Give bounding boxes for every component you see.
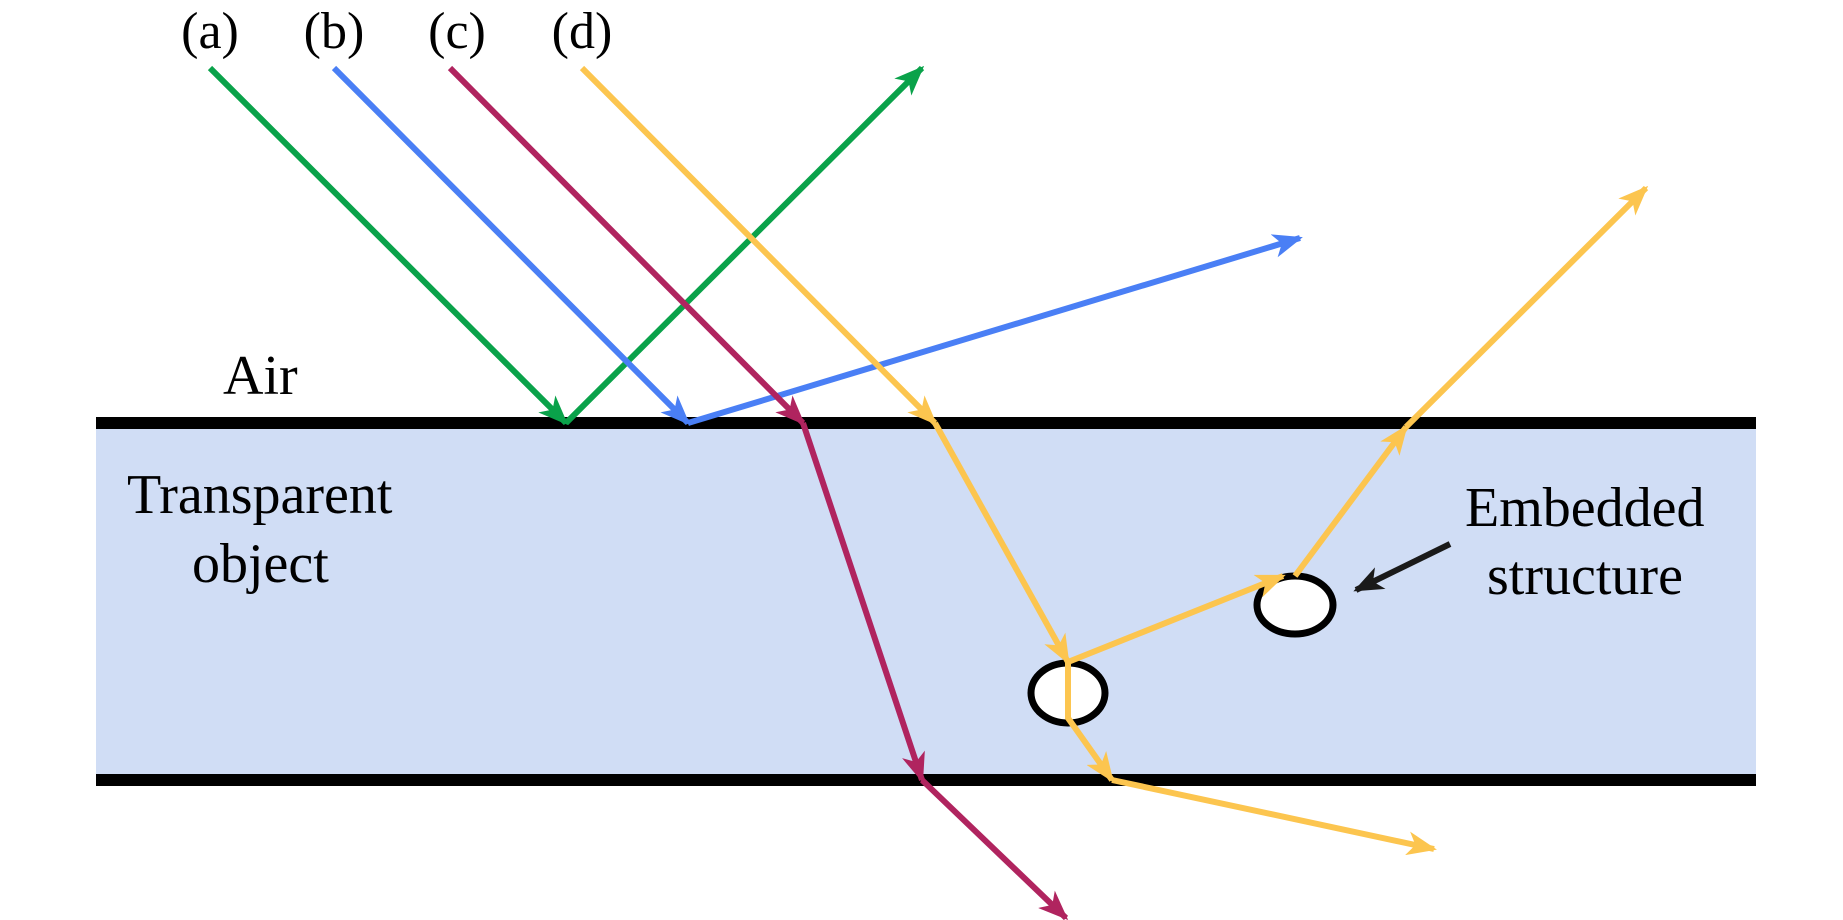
ray-b <box>331 65 1303 426</box>
embedded-structure-pointer <box>1353 541 1452 593</box>
label-ray-d: (d) <box>552 3 613 60</box>
ray-c <box>447 65 1069 920</box>
ray-d-exit-bottom <box>1111 777 1437 856</box>
label-air: Air <box>223 345 298 407</box>
label-ray-c: (c) <box>428 3 486 60</box>
label-object-line1: Transparent <box>127 464 393 526</box>
ray-a-incident <box>207 65 569 426</box>
ray-d-incident <box>579 65 938 426</box>
ray-c-refracted <box>800 422 925 783</box>
ray-c-incident <box>447 65 806 426</box>
ray-d-to-structure <box>1066 573 1286 665</box>
transparent-object-slab <box>96 420 1756 782</box>
ray-d-down-from-structure <box>1065 662 1115 783</box>
ray-d-up-to-surface <box>1292 424 1409 578</box>
label-structure-line2: structure <box>1487 545 1683 607</box>
label-object-line2: object <box>192 533 329 595</box>
label-ray-a: (a) <box>181 3 239 60</box>
label-structure-line1: Embedded <box>1465 477 1704 539</box>
ray-b-reflected <box>687 234 1303 426</box>
ray-d-exit-top <box>1403 185 1649 430</box>
ray-d <box>579 65 1649 856</box>
ray-c-exit <box>919 777 1069 920</box>
label-ray-b: (b) <box>304 3 365 60</box>
ray-d-refracted <box>932 421 1071 665</box>
ray-b-incident <box>331 65 691 426</box>
ray-a <box>207 65 925 426</box>
